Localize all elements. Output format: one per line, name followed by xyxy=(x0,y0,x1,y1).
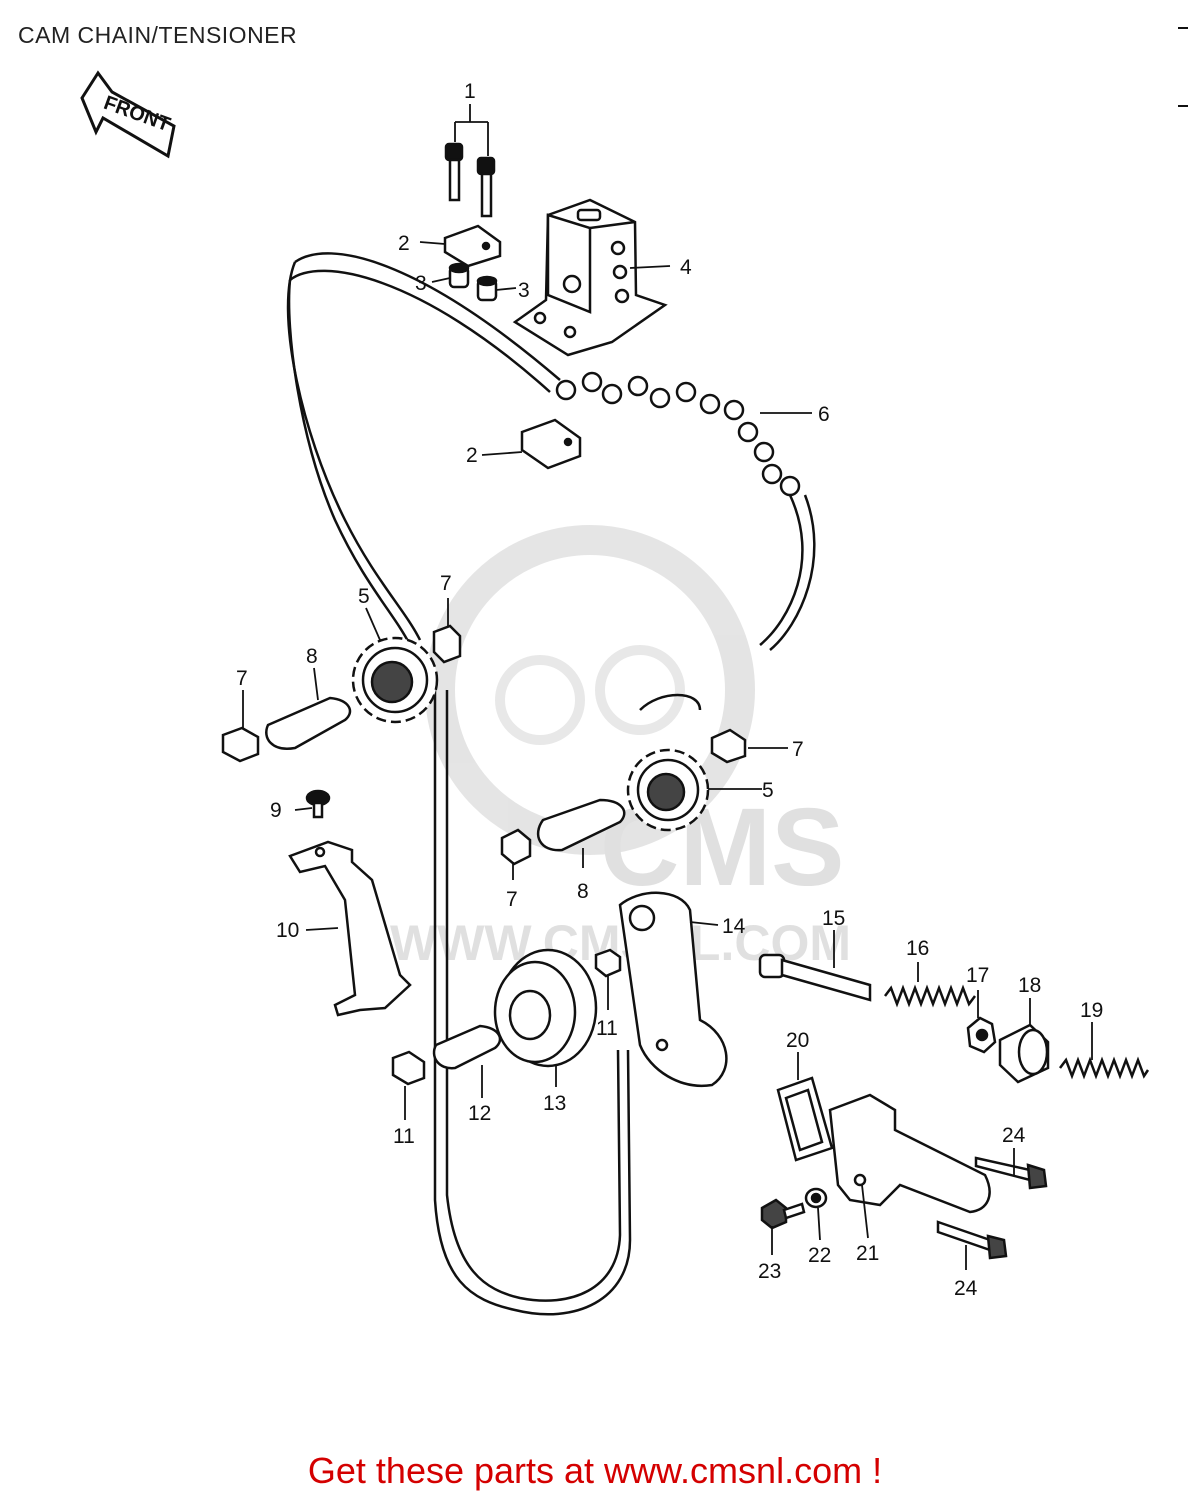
callout-label: 7 xyxy=(236,667,248,690)
chain-guide-plate-icon xyxy=(443,224,582,470)
cam-chain xyxy=(286,252,816,1316)
callout-label: 7 xyxy=(792,738,804,761)
callout-label: 3 xyxy=(518,279,530,302)
rubber-damper-icon xyxy=(265,696,626,1070)
edge-marks xyxy=(1178,27,1188,107)
callout-label: 2 xyxy=(466,444,478,467)
callout-label: 22 xyxy=(808,1244,831,1267)
flange-bolt-icon xyxy=(760,1156,1048,1260)
callout-label: 9 xyxy=(270,799,282,822)
callout-label: 8 xyxy=(306,645,318,668)
nut-icon xyxy=(966,1016,997,1054)
front-arrow-icon: FRONT xyxy=(80,70,176,159)
callout-label: 5 xyxy=(762,779,774,802)
callout-label: 15 xyxy=(822,907,845,930)
callout-label: 18 xyxy=(1018,974,1041,997)
washer-icon xyxy=(804,1187,828,1209)
callout-label: 24 xyxy=(1002,1124,1026,1147)
idler-roller-icon xyxy=(493,948,598,1068)
chain-guide-bracket-icon xyxy=(288,840,412,1017)
upper-chain-guide-icon xyxy=(512,198,668,357)
callout-label: 21 xyxy=(856,1242,879,1265)
callout-label: 1 xyxy=(464,80,476,103)
tensioner-arm-icon xyxy=(618,891,728,1088)
pushrod-icon xyxy=(758,953,872,1002)
bolt-icon xyxy=(444,142,496,218)
callout-label: 14 xyxy=(722,915,746,938)
callout-label: 13 xyxy=(543,1092,566,1115)
sprocket-icon xyxy=(351,636,710,832)
damper-block-icon xyxy=(221,624,747,1086)
callout-label: 7 xyxy=(506,888,518,911)
callout-label: 24 xyxy=(954,1277,978,1300)
tensioner-housing-icon xyxy=(828,1093,991,1214)
callout-label: 17 xyxy=(966,964,989,987)
gasket-icon xyxy=(776,1076,834,1162)
spring-icon xyxy=(884,984,1150,1080)
collar-icon xyxy=(448,262,498,302)
callout-label: 2 xyxy=(398,232,410,255)
callout-label: 19 xyxy=(1080,999,1103,1022)
callout-label: 10 xyxy=(276,919,299,942)
callout-label: 23 xyxy=(758,1260,781,1283)
callout-label: 3 xyxy=(415,272,427,295)
page-title: CAM CHAIN/TENSIONER xyxy=(18,22,298,48)
callout-label: 11 xyxy=(596,1017,618,1040)
cam-chain-links xyxy=(555,371,801,497)
callout-label: 11 xyxy=(393,1125,415,1148)
leader-lines xyxy=(242,104,1093,1270)
callout-label: 16 xyxy=(906,937,929,960)
footer-promo: Get these parts at www.cmsnl.com ! xyxy=(307,1450,883,1491)
callout-label: 8 xyxy=(577,880,589,903)
callout-label: 7 xyxy=(440,572,452,595)
callout-label: 20 xyxy=(786,1029,809,1052)
screw-icon xyxy=(305,789,331,819)
callout-label: 12 xyxy=(468,1102,491,1125)
callout-labels: 1 2 3 3 4 2 6 5 7 8 7 9 7 5 7 8 10 14 15… xyxy=(236,80,1103,1300)
callout-label: 4 xyxy=(680,256,692,279)
callout-label: 5 xyxy=(358,585,370,608)
callout-label: 6 xyxy=(818,403,830,426)
tensioner-collar-icon xyxy=(998,1023,1050,1084)
